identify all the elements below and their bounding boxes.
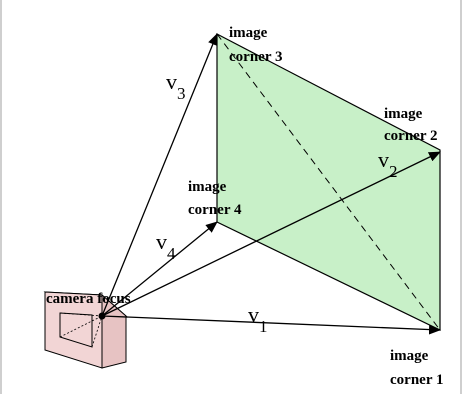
corner2-label-line1: image bbox=[384, 106, 423, 122]
corner3-label-line2: corner 3 bbox=[229, 49, 282, 65]
vector-v1-arrow bbox=[101, 315, 441, 335]
vector-v2-label: v2 bbox=[378, 147, 398, 181]
corner1-label-line2: corner 1 bbox=[390, 372, 443, 388]
vector-v4-label: v4 bbox=[156, 229, 176, 263]
corner4-label-line1: image bbox=[188, 179, 227, 195]
plane-diagonal bbox=[216, 33, 441, 331]
corner1-label-line1: image bbox=[390, 348, 429, 364]
corner4-label-line2: corner 4 bbox=[188, 202, 242, 218]
vector-v3-label: v3 bbox=[166, 69, 186, 103]
camera-focus-label: camera focus bbox=[46, 291, 131, 307]
camera-inner-ray bbox=[59, 312, 103, 317]
vector-v1-label: v1 bbox=[248, 302, 268, 336]
camera-focus-point bbox=[98, 312, 106, 320]
corner3-label-line1: image bbox=[229, 25, 268, 41]
vector-v3-arrow bbox=[101, 33, 218, 317]
camera-inner-ray bbox=[91, 315, 103, 348]
vector-v4-arrow bbox=[101, 221, 218, 317]
corner2-label-line2: corner 2 bbox=[384, 128, 437, 144]
vector-v2-arrow bbox=[101, 151, 441, 317]
